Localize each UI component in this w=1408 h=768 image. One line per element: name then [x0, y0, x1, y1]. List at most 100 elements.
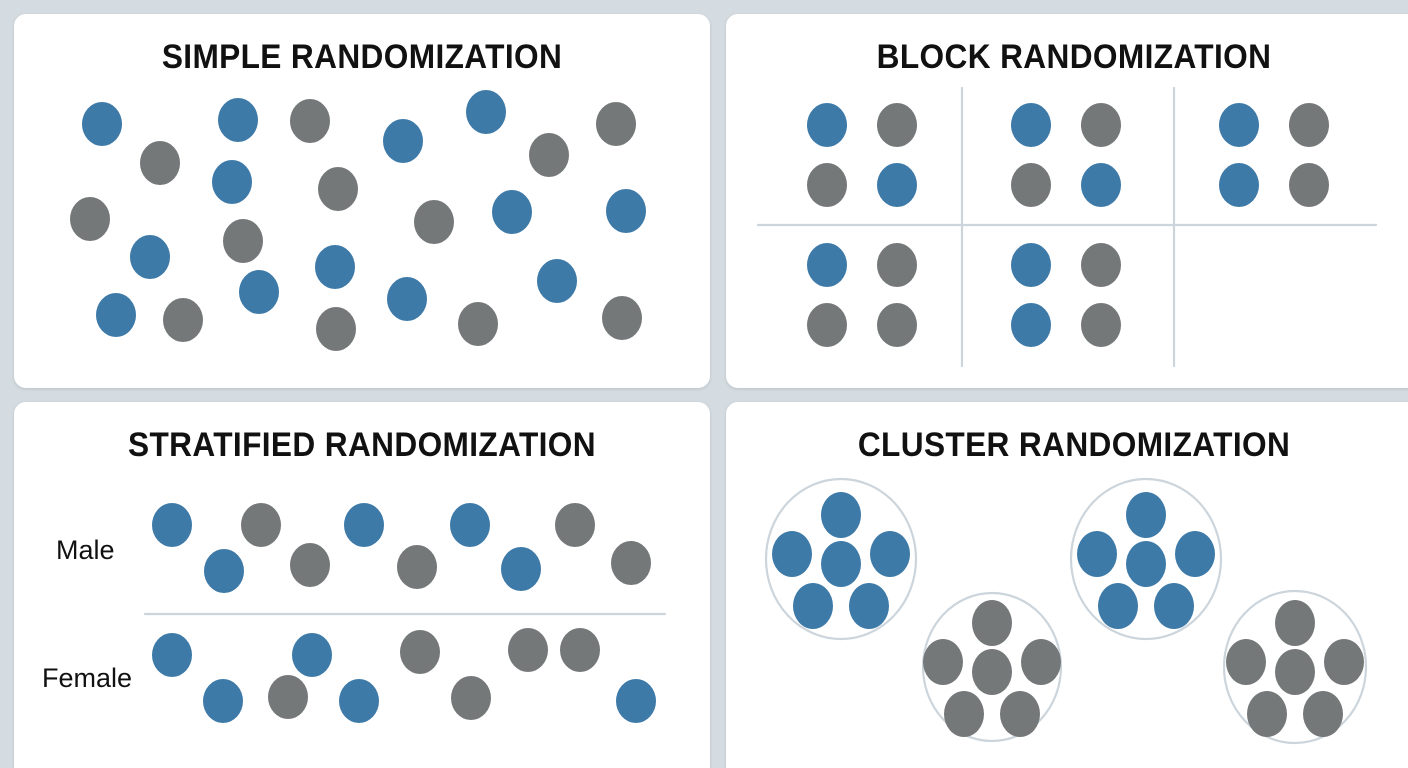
panel-title-block: BLOCK RANDOMIZATION	[876, 38, 1272, 76]
participant-dot-gray-5	[163, 298, 203, 342]
participant-dot-blue-7	[212, 160, 252, 204]
block-4-dot-blue-0	[807, 243, 847, 287]
participant-dot-blue-14	[383, 119, 423, 163]
block-4	[807, 243, 917, 347]
block-3-dot-gray-1	[1289, 103, 1329, 147]
male-dot-blue-male_top-2	[344, 503, 384, 547]
cluster-3-dot-blue-0	[1126, 492, 1166, 538]
block-1-dot-blue-0	[807, 103, 847, 147]
block-2	[1011, 103, 1121, 207]
cluster-2-dot-gray-3	[1021, 639, 1061, 685]
female-dot-blue-female_bottom-2	[339, 679, 379, 723]
participant-dot-blue-16	[387, 277, 427, 321]
cluster-4	[1222, 589, 1368, 745]
cluster-2-dot-gray-4	[944, 691, 984, 737]
cluster-3-dot-blue-5	[1154, 583, 1194, 629]
panel-block-randomization: BLOCK RANDOMIZATION	[726, 14, 1408, 388]
cluster-3-outline	[1069, 477, 1223, 641]
cluster-randomization-plot	[764, 477, 1368, 745]
block-2-dot-gray-1	[1081, 103, 1121, 147]
block-4-dot-gray-1	[877, 243, 917, 287]
block-5-dot-gray-1	[1081, 243, 1121, 287]
female-dot-gray-female_top-4	[560, 628, 600, 672]
cluster-1-dot-blue-3	[870, 531, 910, 577]
cluster-4-dot-gray-3	[1324, 639, 1364, 685]
male-dot-blue-male_top-3	[450, 503, 490, 547]
block-5	[1011, 243, 1121, 347]
participant-dot-blue-6	[218, 98, 258, 142]
cluster-2-dot-gray-1	[923, 639, 963, 685]
block-4-dot-gray-2	[807, 303, 847, 347]
female-dot-blue-female_bottom-0	[203, 679, 243, 723]
cluster-3-dot-blue-4	[1098, 583, 1138, 629]
panel-title-cluster: CLUSTER RANDOMIZATION	[857, 426, 1291, 464]
cluster-1-dot-blue-2	[821, 541, 861, 587]
participant-dot-blue-0	[82, 102, 122, 146]
male-dot-gray-male_top-4	[555, 503, 595, 547]
participant-dot-gray-15	[414, 200, 454, 244]
participant-dot-gray-22	[596, 102, 636, 146]
cluster-1-dot-blue-4	[793, 583, 833, 629]
block-4-dot-gray-3	[877, 303, 917, 347]
participant-dot-blue-9	[239, 270, 279, 314]
cluster-1-dot-blue-5	[849, 583, 889, 629]
female-dot-blue-female_top-0	[152, 633, 192, 677]
panel-title-simple: SIMPLE RANDOMIZATION	[161, 38, 563, 76]
panel-simple-randomization: SIMPLE RANDOMIZATION	[14, 14, 710, 388]
male-dot-gray-male_bottom-2	[397, 545, 437, 589]
female-dot-gray-female_bottom-1	[268, 675, 308, 719]
participant-dot-gray-2	[70, 197, 110, 241]
cluster-2-outline	[921, 591, 1063, 743]
block-1	[807, 103, 917, 207]
participant-dot-blue-4	[96, 293, 136, 337]
female-dot-blue-female_top-1	[292, 633, 332, 677]
male-dot-gray-male_top-1	[241, 503, 281, 547]
male-dot-blue-male_top-0	[152, 503, 192, 547]
panel-title-stratified: STRATIFIED RANDOMIZATION	[128, 426, 596, 464]
cluster-4-dot-gray-4	[1247, 691, 1287, 737]
cluster-1-dot-blue-0	[821, 492, 861, 538]
cluster-1-dot-blue-1	[772, 531, 812, 577]
female-dot-blue-female_bottom-4	[616, 679, 656, 723]
cluster-4-dot-gray-0	[1275, 600, 1315, 646]
block-3-dot-blue-0	[1219, 103, 1259, 147]
male-dot-gray-male_bottom-1	[290, 543, 330, 587]
block-2-dot-blue-3	[1081, 163, 1121, 207]
block-3-dot-gray-3	[1289, 163, 1329, 207]
cluster-1-outline	[764, 477, 918, 641]
simple-randomization-plot	[70, 90, 646, 351]
cluster-2-dot-gray-5	[1000, 691, 1040, 737]
participant-dot-blue-18	[492, 190, 532, 234]
block-1-dot-blue-3	[877, 163, 917, 207]
block-1-dot-gray-1	[877, 103, 917, 147]
block-2-dot-gray-2	[1011, 163, 1051, 207]
cluster-3-dot-blue-3	[1175, 531, 1215, 577]
participant-dot-gray-20	[529, 133, 569, 177]
cluster-3-dot-blue-1	[1077, 531, 1117, 577]
participant-dot-blue-17	[466, 90, 506, 134]
cluster-4-dot-gray-2	[1275, 649, 1315, 695]
participant-dot-blue-12	[315, 245, 355, 289]
cluster-4-outline	[1222, 589, 1368, 745]
participant-dot-blue-23	[606, 189, 646, 233]
female-dot-gray-female_bottom-3	[451, 676, 491, 720]
participant-dot-gray-11	[318, 167, 358, 211]
block-3-dot-blue-2	[1219, 163, 1259, 207]
female-dot-gray-female_top-3	[508, 628, 548, 672]
block-5-dot-gray-3	[1081, 303, 1121, 347]
participant-dot-gray-24	[602, 296, 642, 340]
stratum-label-female: Female	[42, 663, 132, 693]
participant-dot-blue-21	[537, 259, 577, 303]
cluster-1	[764, 477, 918, 641]
participant-dot-gray-10	[290, 99, 330, 143]
participant-dot-gray-19	[458, 302, 498, 346]
cluster-4-dot-gray-1	[1226, 639, 1266, 685]
participant-dot-blue-3	[130, 235, 170, 279]
cluster-2	[921, 591, 1063, 743]
stratum-label-male: Male	[56, 535, 115, 565]
block-5-dot-blue-2	[1011, 303, 1051, 347]
female-dot-gray-female_top-2	[400, 630, 440, 674]
block-randomization-plot	[756, 86, 1378, 368]
